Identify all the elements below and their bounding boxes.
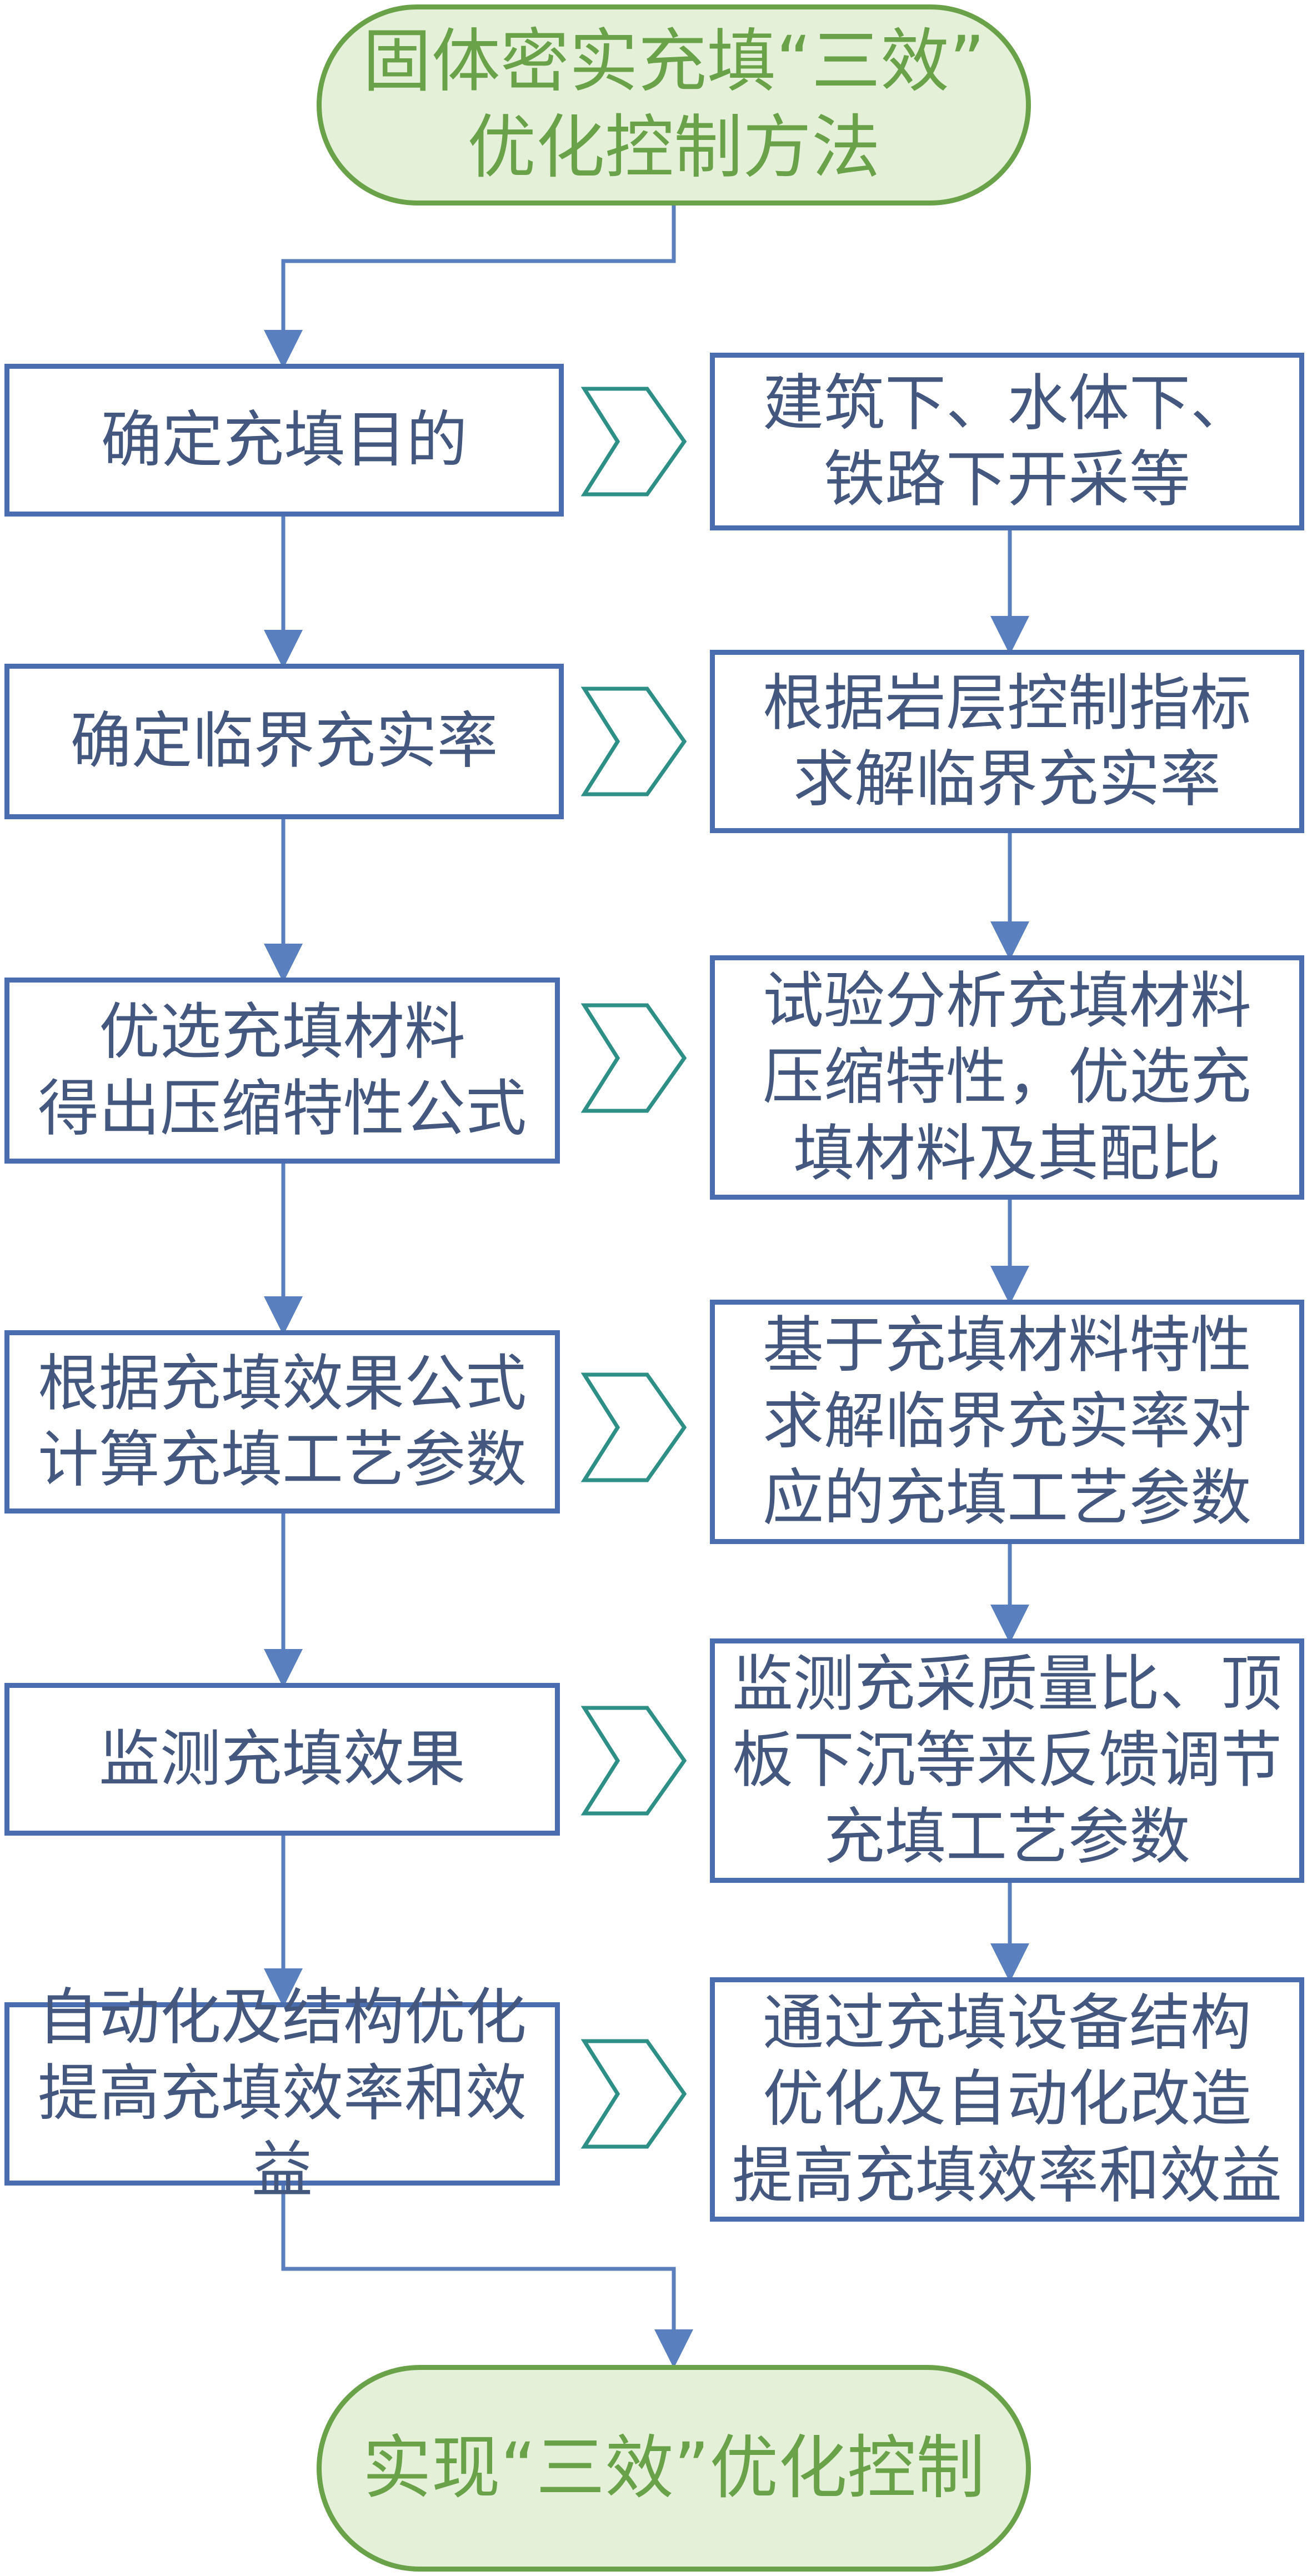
- right-detail-1: 建筑下、水体下、 铁路下开采等: [710, 353, 1304, 530]
- right-detail-5: 监测充采质量比、顶 板下沉等来反馈调节 充填工艺参数: [710, 1638, 1304, 1883]
- chevron-arrow-icon: [580, 686, 687, 796]
- right-detail-2: 根据岩层控制指标 求解临界充实率: [710, 650, 1304, 833]
- left-step-5: 监测充填效果: [4, 1683, 560, 1836]
- right-detail-3: 试验分析充填材料 压缩特性，优选充 填材料及其配比: [710, 955, 1304, 1200]
- left-step-1: 确定充填目的: [4, 364, 564, 517]
- chevron-arrow-icon: [580, 1372, 687, 1482]
- connector-start-to-left-1: [264, 206, 676, 369]
- end-terminal: 实现“三效”优化控制: [317, 2365, 1031, 2572]
- left-step-2: 确定临界充实率: [4, 664, 564, 819]
- right-detail-4: 基于充填材料特性 求解临界充实率对 应的充填工艺参数: [710, 1300, 1304, 1544]
- chevron-arrow-icon: [580, 1706, 687, 1816]
- left-step-3: 优选充填材料 得出压缩特性公式: [4, 978, 560, 1164]
- connector-left-6-to-end: [281, 2186, 693, 2368]
- chevron-arrow-icon: [580, 387, 687, 497]
- left-step-4: 根据充填效果公式 计算充填工艺参数: [4, 1330, 560, 1513]
- chevron-arrow-icon: [580, 2039, 687, 2149]
- start-terminal: 固体密实充填“三效” 优化控制方法: [317, 4, 1031, 206]
- chevron-arrow-icon: [580, 1003, 687, 1113]
- right-detail-6: 通过充填设备结构 优化及自动化改造 提高充填效率和效益: [710, 1977, 1304, 2222]
- left-step-6: 自动化及结构优化 提高充填效率和效益: [4, 1982, 560, 2206]
